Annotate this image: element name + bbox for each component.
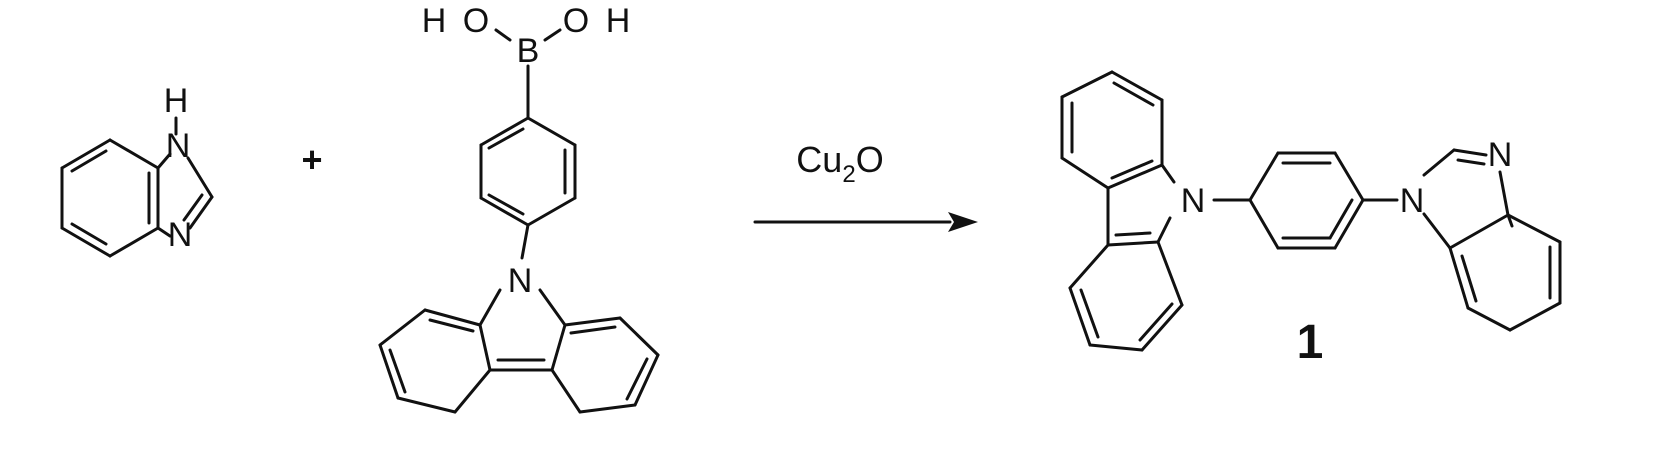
reaction-arrow-head (948, 212, 978, 232)
benzimidazole-n3-label: N (168, 216, 193, 254)
plus-sign: + (301, 139, 322, 180)
benzimidazole-n1-label: N (166, 127, 191, 165)
boronic-acid-bonds (380, 30, 658, 412)
boronic-b-label: B (517, 32, 540, 70)
product-carbazole-n-label: N (1181, 182, 1206, 220)
product-structure: N N N 1 (1062, 72, 1560, 369)
product-imidazole-n1-label: N (1400, 182, 1425, 220)
reaction-arrow-group: Cu2O (755, 139, 978, 232)
reagent-o: O (856, 139, 884, 180)
reagent-subscript: 2 (842, 161, 855, 188)
boronic-o-right-label: O (563, 2, 589, 40)
compound-number-label: 1 (1297, 316, 1324, 369)
benzimidazole-structure: H N N (62, 82, 212, 256)
product-bonds (1062, 72, 1560, 350)
arrow-reagent-label: Cu2O (796, 139, 883, 188)
boronic-acid-structure: H O B O H N (380, 2, 658, 412)
benzimidazole-h-label: H (164, 82, 189, 120)
boronic-h-right-label: H (606, 2, 631, 40)
boronic-h-left-label: H (422, 2, 447, 40)
boronic-carbazole-n-label: N (508, 262, 533, 300)
reagent-cu: Cu (796, 139, 842, 180)
product-imidazole-n3-label: N (1488, 136, 1513, 174)
boronic-o-left-label: O (463, 2, 489, 40)
